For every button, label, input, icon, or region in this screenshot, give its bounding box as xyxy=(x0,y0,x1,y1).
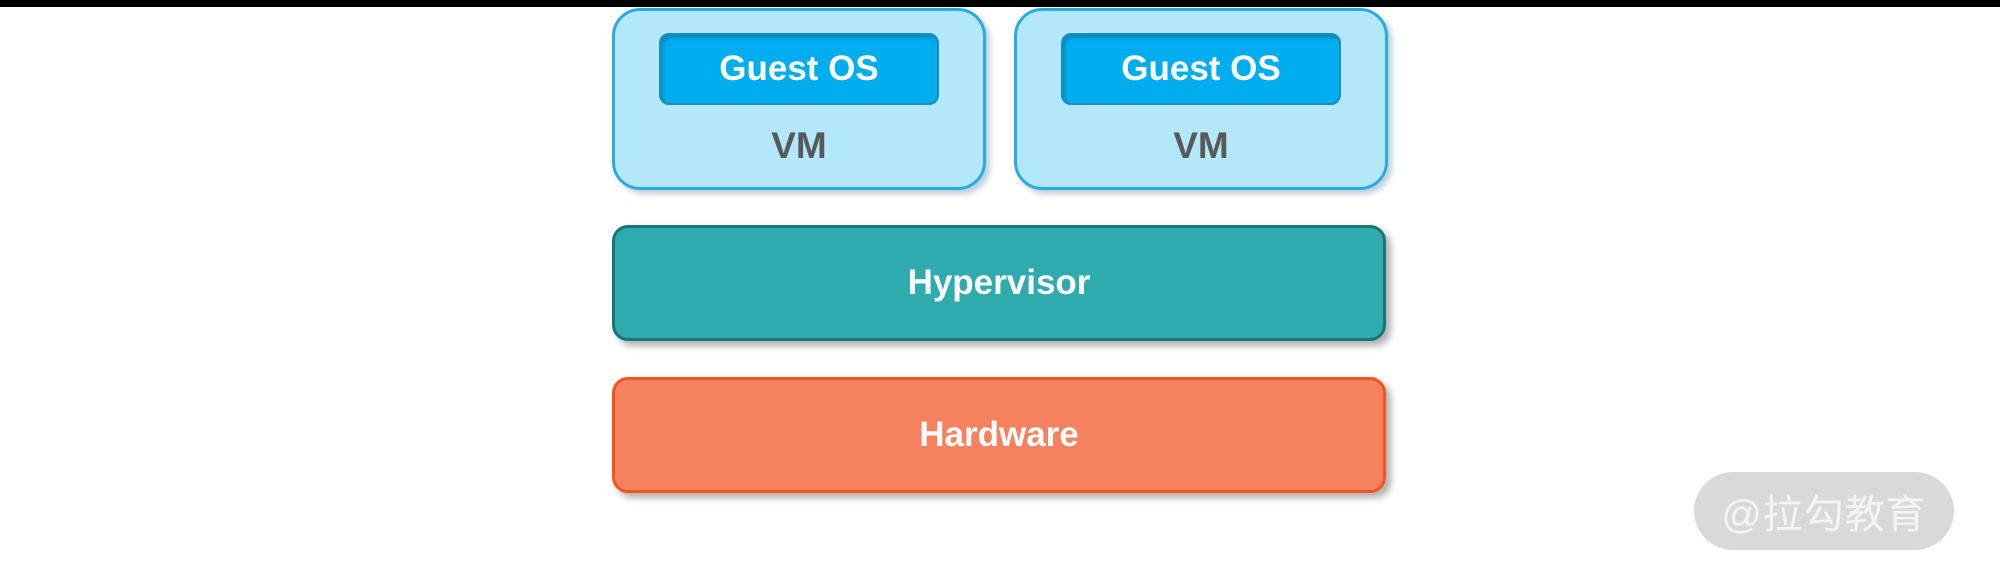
top-black-bar xyxy=(0,0,2000,7)
guest-os-box-1: Guest OS xyxy=(659,33,939,105)
vm-box-1: Guest OS VM xyxy=(612,8,986,190)
vm-box-2: Guest OS VM xyxy=(1014,8,1388,190)
watermark-badge: @拉勾教育 xyxy=(1694,472,1954,550)
hardware-layer: Hardware xyxy=(612,377,1386,493)
vm-label-2: VM xyxy=(1173,125,1229,166)
guest-os-box-2: Guest OS xyxy=(1061,33,1341,105)
vm-label-1: VM xyxy=(771,125,827,166)
hypervisor-layer: Hypervisor xyxy=(612,225,1386,341)
